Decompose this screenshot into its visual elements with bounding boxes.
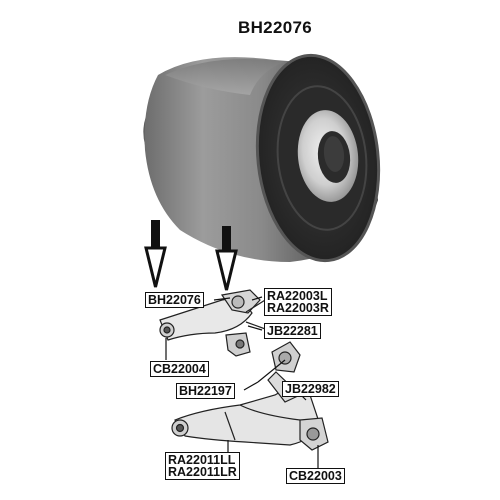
- label-bh22076: BH22076: [145, 292, 204, 308]
- label-jb22281: JB22281: [264, 323, 321, 339]
- arrow-indicator-right: [215, 226, 238, 291]
- label-cb22004: CB22004: [150, 361, 209, 377]
- lower-control-arm: [171, 341, 329, 451]
- leader-lines: [165, 296, 319, 468]
- bushing-image: [143, 53, 381, 263]
- label-cb22003: CB22003: [286, 468, 345, 484]
- part-number-title: BH22076: [238, 18, 312, 37]
- label-bh22197: BH22197: [176, 383, 235, 399]
- upper-control-arm: [159, 289, 271, 357]
- label-jb22982: JB22982: [282, 381, 339, 397]
- arrow-indicator-left: [144, 220, 167, 288]
